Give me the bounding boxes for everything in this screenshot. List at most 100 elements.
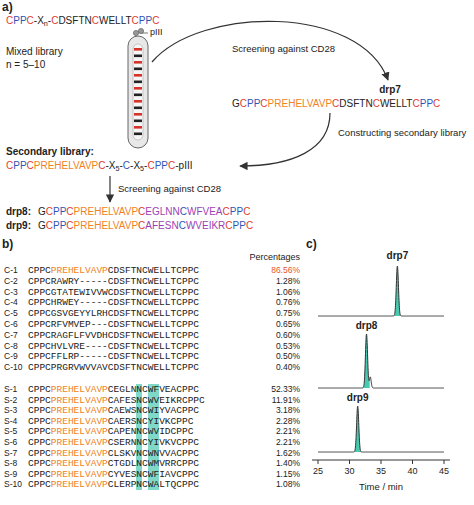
text-run: C-2 [4,276,18,286]
step-label: Constructing secondary library [338,128,466,139]
text-run: PP [230,206,243,217]
clone-id: S-5 [4,427,17,437]
text-run: CPPC [28,416,51,427]
tick-label: 25 [313,466,323,476]
text-run: C [132,15,139,26]
phage-band [134,120,142,123]
peptide-sequence: GCPPCPREHELVAVPCDSFTNCWELLTCPPC [232,98,440,110]
clone-percentage: 0.53% [276,342,300,352]
text-run: C [223,206,230,217]
clone-percentage: 0.75% [276,309,300,319]
text-run: C [180,206,187,217]
text-run: 0.65% [276,319,300,329]
text-run: drp9 [347,392,369,403]
clone-sequence: CPPCPRGRVWVVAVCDSFTNCWELLTCPPC [28,363,199,374]
text-run: -X [130,160,140,171]
text-run: C [152,15,159,26]
text-run: S-1 [4,384,17,394]
library-label: Secondary library: [6,146,94,158]
phage-band [134,100,142,103]
text-run: PREHELVAVP [51,416,108,427]
text-run: CPPCGSVGEYYLRHCDSFTNCWELLTCPPC [28,308,199,319]
text-run: C [142,448,148,459]
text-run: PREHELVAVP [74,220,138,231]
text-run: 1.28% [276,276,300,286]
text-run: CAEWS [108,405,137,416]
clone-id: C-5 [4,309,18,319]
trace-label: drp8 [356,320,378,332]
text-run: 0.76% [276,297,300,307]
text-run: S-6 [4,437,17,447]
text-run: CAFES [108,395,137,406]
text-run: 45 [439,466,449,476]
text-run: 0.50% [276,351,300,361]
clone-sequence: CPPCPREHELVAVPCAERSNCYIVKCPPC [28,417,193,428]
text-run: C-5 [4,308,18,318]
text-run: PREHELVAVP [51,426,108,437]
text-run: C [138,220,145,231]
text-run: DSFTN [58,15,91,26]
phage-band [134,87,142,90]
text-run: G [38,206,46,217]
text-run: N [136,479,142,490]
text-run: YI [148,416,159,427]
text-run: C-6 [4,319,18,329]
text-run: C [168,160,175,171]
clone-percentage: 0.65% [276,320,300,330]
library-note: n = 5–10 [6,59,45,71]
clone-id: S-3 [4,406,17,416]
text-run: 5 [116,164,120,173]
text-run: S-9 [4,469,17,479]
text-run: C [66,206,73,217]
text-run: PP [53,206,66,217]
clone-sequence: CPPCFFLRP-----CDSFTNCWELLTCPPC [28,352,199,363]
text-run: 35 [376,466,386,476]
text-run: CPPCHVLVRE----CDSFTNCWELLTCPPC [28,341,199,352]
text-run: C-1 [4,265,18,275]
clone-percentage: 0.60% [276,331,300,341]
clone-id: C-4 [4,298,18,308]
text-run: pIII [150,27,163,37]
text-run: Screening against CD28 [232,43,335,54]
peptide-name: drp9: [6,220,31,232]
text-run: C [98,160,105,171]
text-run: N [136,437,142,448]
text-run: 0.60% [276,330,300,340]
clone-percentage: 0.50% [276,352,300,362]
text-run: PP [247,98,260,109]
text-run: C [6,15,13,26]
text-run: C [412,98,419,109]
clone-sequence: CPPCGTATEWIVVWCDSFTNCWELLTCPPC [28,288,199,299]
text-run: VRRCPPC [159,458,199,469]
text-run: C [66,220,73,231]
screening-arrow [152,21,388,80]
text-run: Percentages [249,252,300,262]
text-run: CPPCPRGRVWVVAVCDSFTNCWELLTCPPC [28,362,199,373]
text-run: N [136,426,142,437]
peptide-sequence: GCPPCPREHELVAVPCAFESNCWVEIKRCPPC [38,220,253,232]
text-run: - [144,160,147,171]
clone-id: S-1 [4,385,17,395]
clone-sequence: CPPCPREHELVAVPCLSKVNCWNVVACPPC [28,449,199,460]
text-run: C [92,15,99,26]
clone-sequence: CPPCPREHELVAVPCAPENNCWVIDCPPC [28,427,193,438]
text-run: PREHELVAVP [268,98,332,109]
text-run: N [136,469,142,480]
tick-label: 45 [439,466,449,476]
text-run: C-8 [4,341,18,351]
text-run: n [44,19,48,28]
text-run: WELLT [380,98,413,109]
library-label: Mixed library [6,46,63,58]
text-run: C-7 [4,330,18,340]
clone-id: C-10 [4,363,22,373]
text-run: - [120,160,123,171]
text-run: C [332,98,339,109]
text-run: drp7 [379,84,401,95]
text-run: PREHELVAVP [51,405,108,416]
phage-illustration [128,28,148,148]
text-run: PREHELVAVP [51,469,108,480]
text-run: 2.28% [276,416,300,426]
text-run: C [123,160,130,171]
text-run: c) [306,237,317,251]
